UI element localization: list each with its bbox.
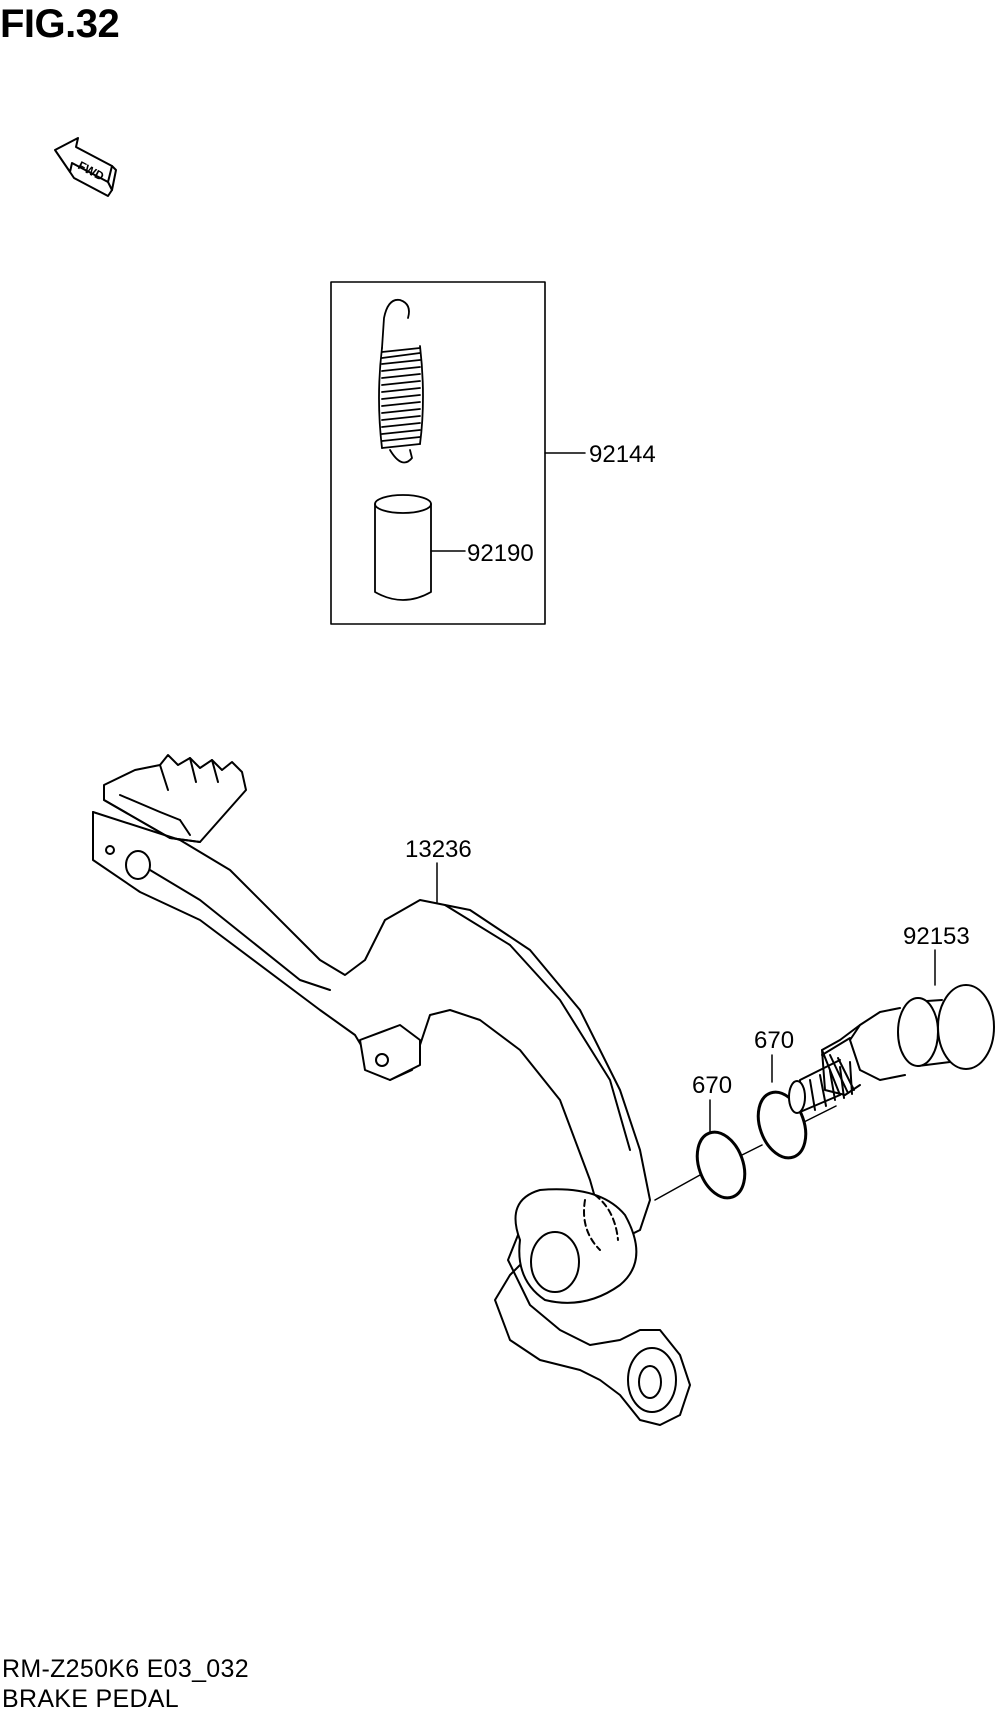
pivot-bolt-part	[788, 984, 995, 1114]
callout-92153: 92153	[903, 923, 970, 950]
o-ring-part-b	[756, 1090, 808, 1160]
collar-part	[374, 494, 432, 601]
fwd-arrow-icon: FWD	[54, 137, 117, 197]
spring-part	[378, 298, 424, 464]
callout-670-b: 670	[754, 1027, 794, 1054]
callout-670-a: 670	[692, 1072, 732, 1099]
figure-code: RM-Z250K6 E03_032	[2, 1655, 249, 1683]
callout-13236: 13236	[405, 836, 472, 863]
figure-title: FIG.32	[0, 2, 120, 46]
kit-box	[330, 281, 546, 625]
brake-pedal-part	[92, 754, 691, 1426]
o-ring-part-a	[695, 1130, 747, 1200]
callout-92144: 92144	[589, 441, 656, 468]
figure-name: BRAKE PEDAL	[2, 1685, 179, 1713]
callout-92190: 92190	[467, 540, 534, 567]
assembly-axis-line	[654, 1105, 837, 1201]
